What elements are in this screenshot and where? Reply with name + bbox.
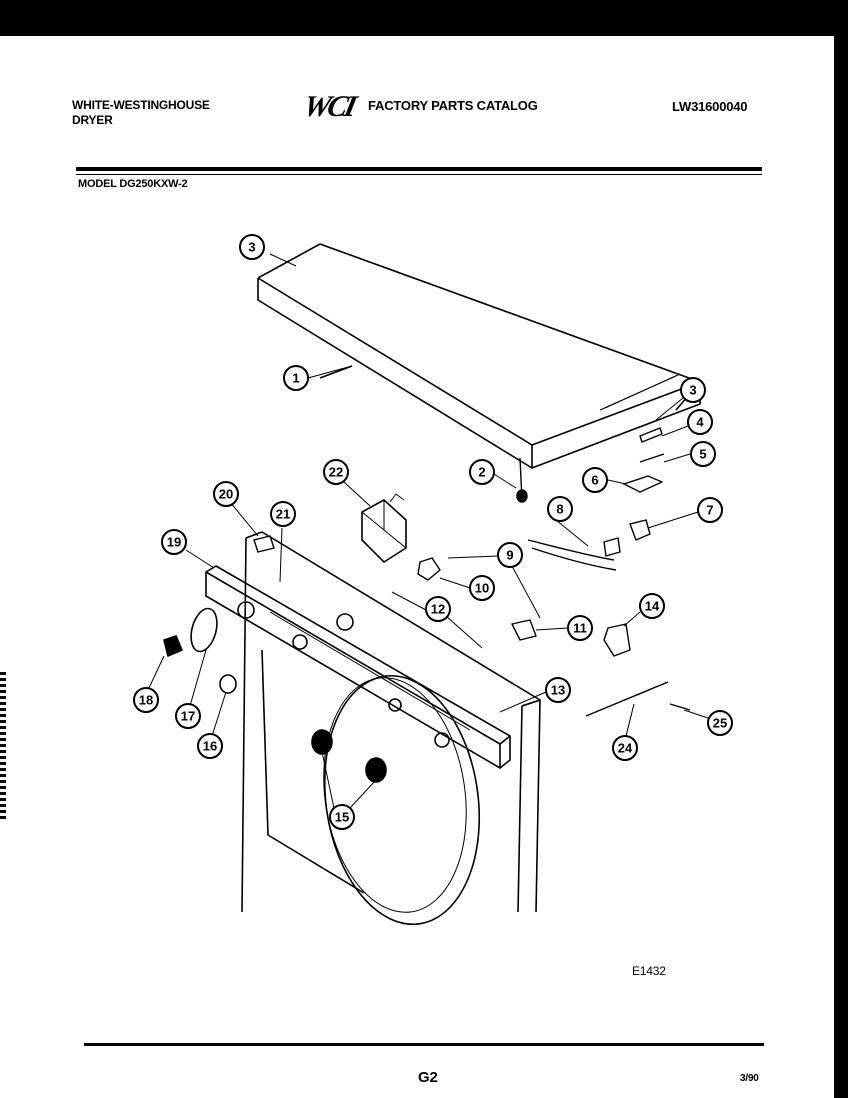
brand-name: WHITE-WESTINGHOUSE	[72, 98, 210, 112]
callout-label: 15	[335, 810, 349, 825]
callout-4: 4	[687, 409, 713, 435]
callout-18: 18	[133, 687, 159, 713]
callout-11: 11	[567, 615, 593, 641]
knobs	[163, 607, 387, 783]
callout-label: 25	[713, 716, 727, 731]
callout-label: 12	[431, 602, 445, 617]
callout-label: 5	[699, 447, 706, 462]
callout-9: 9	[497, 542, 523, 568]
callout-label: 4	[696, 415, 704, 430]
cabinet-front	[241, 531, 541, 926]
callout-label: 6	[591, 473, 598, 488]
top-panel	[257, 243, 701, 469]
callout-13: 13	[545, 677, 571, 703]
control-panel	[205, 565, 511, 769]
callout-3a: 3	[239, 234, 265, 260]
scan-edge-artifact	[0, 672, 6, 822]
callout-21: 21	[270, 501, 296, 527]
callout-15: 15	[329, 804, 355, 830]
revision-date: 3/90	[740, 1073, 759, 1084]
callout-label: 2	[478, 465, 485, 480]
callout-label: 10	[475, 581, 489, 596]
callout-3b: 3	[680, 377, 706, 403]
callout-2: 2	[469, 459, 495, 485]
header-rule-thick	[76, 167, 762, 171]
callout-label: 13	[551, 683, 565, 698]
callout-8: 8	[547, 496, 573, 522]
callout-label: 1	[292, 371, 299, 386]
header-rule-thin	[76, 174, 762, 175]
callout-6: 6	[582, 467, 608, 493]
callout-label: 8	[556, 502, 563, 517]
callout-16: 16	[197, 733, 223, 759]
callout-label: 11	[573, 621, 587, 636]
callout-12: 12	[425, 596, 451, 622]
callout-5: 5	[690, 441, 716, 467]
callout-label: 24	[618, 741, 633, 756]
callout-14: 14	[639, 593, 665, 619]
page-number: G2	[418, 1069, 438, 1086]
leader-lines	[147, 365, 709, 809]
callout-label: 21	[276, 507, 290, 522]
drawing-code: E1432	[632, 964, 666, 978]
part-callouts: 3 1 3 4 5 2 6 22 20 21 8 7 19 9 10 12 11…	[133, 234, 733, 830]
callout-label: 22	[329, 465, 343, 480]
callout-label: 3	[689, 383, 696, 398]
callout-22: 22	[323, 459, 349, 485]
document-number: LW31600040	[672, 99, 748, 114]
callout-label: 17	[181, 709, 195, 724]
footer-rule	[84, 1043, 764, 1046]
callout-19: 19	[161, 529, 187, 555]
callout-label: 3	[248, 240, 255, 255]
callout-label: 19	[167, 535, 181, 550]
callout-label: 14	[645, 599, 660, 614]
callout-label: 7	[706, 503, 713, 518]
callout-25: 25	[707, 710, 733, 736]
product-type: DRYER	[72, 113, 113, 127]
small-parts	[253, 427, 691, 717]
catalog-title: FACTORY PARTS CATALOG	[368, 98, 538, 113]
callout-20: 20	[213, 481, 239, 507]
callout-label: 18	[139, 693, 153, 708]
callout-label: 16	[203, 739, 217, 754]
callout-24: 24	[612, 735, 638, 761]
callout-10: 10	[469, 575, 495, 601]
callout-7: 7	[697, 497, 723, 523]
callout-label: 9	[506, 548, 513, 563]
model-number: MODEL DG250KXW-2	[78, 178, 188, 190]
callout-label: 20	[219, 487, 233, 502]
brand-block: WHITE-WESTINGHOUSE DRYER	[72, 98, 210, 128]
timer-part	[361, 493, 407, 563]
callout-17: 17	[175, 703, 201, 729]
callout-1: 1	[283, 365, 309, 391]
catalog-page: WHITE-WESTINGHOUSE DRYER WCI FACTORY PAR…	[0, 36, 834, 1098]
